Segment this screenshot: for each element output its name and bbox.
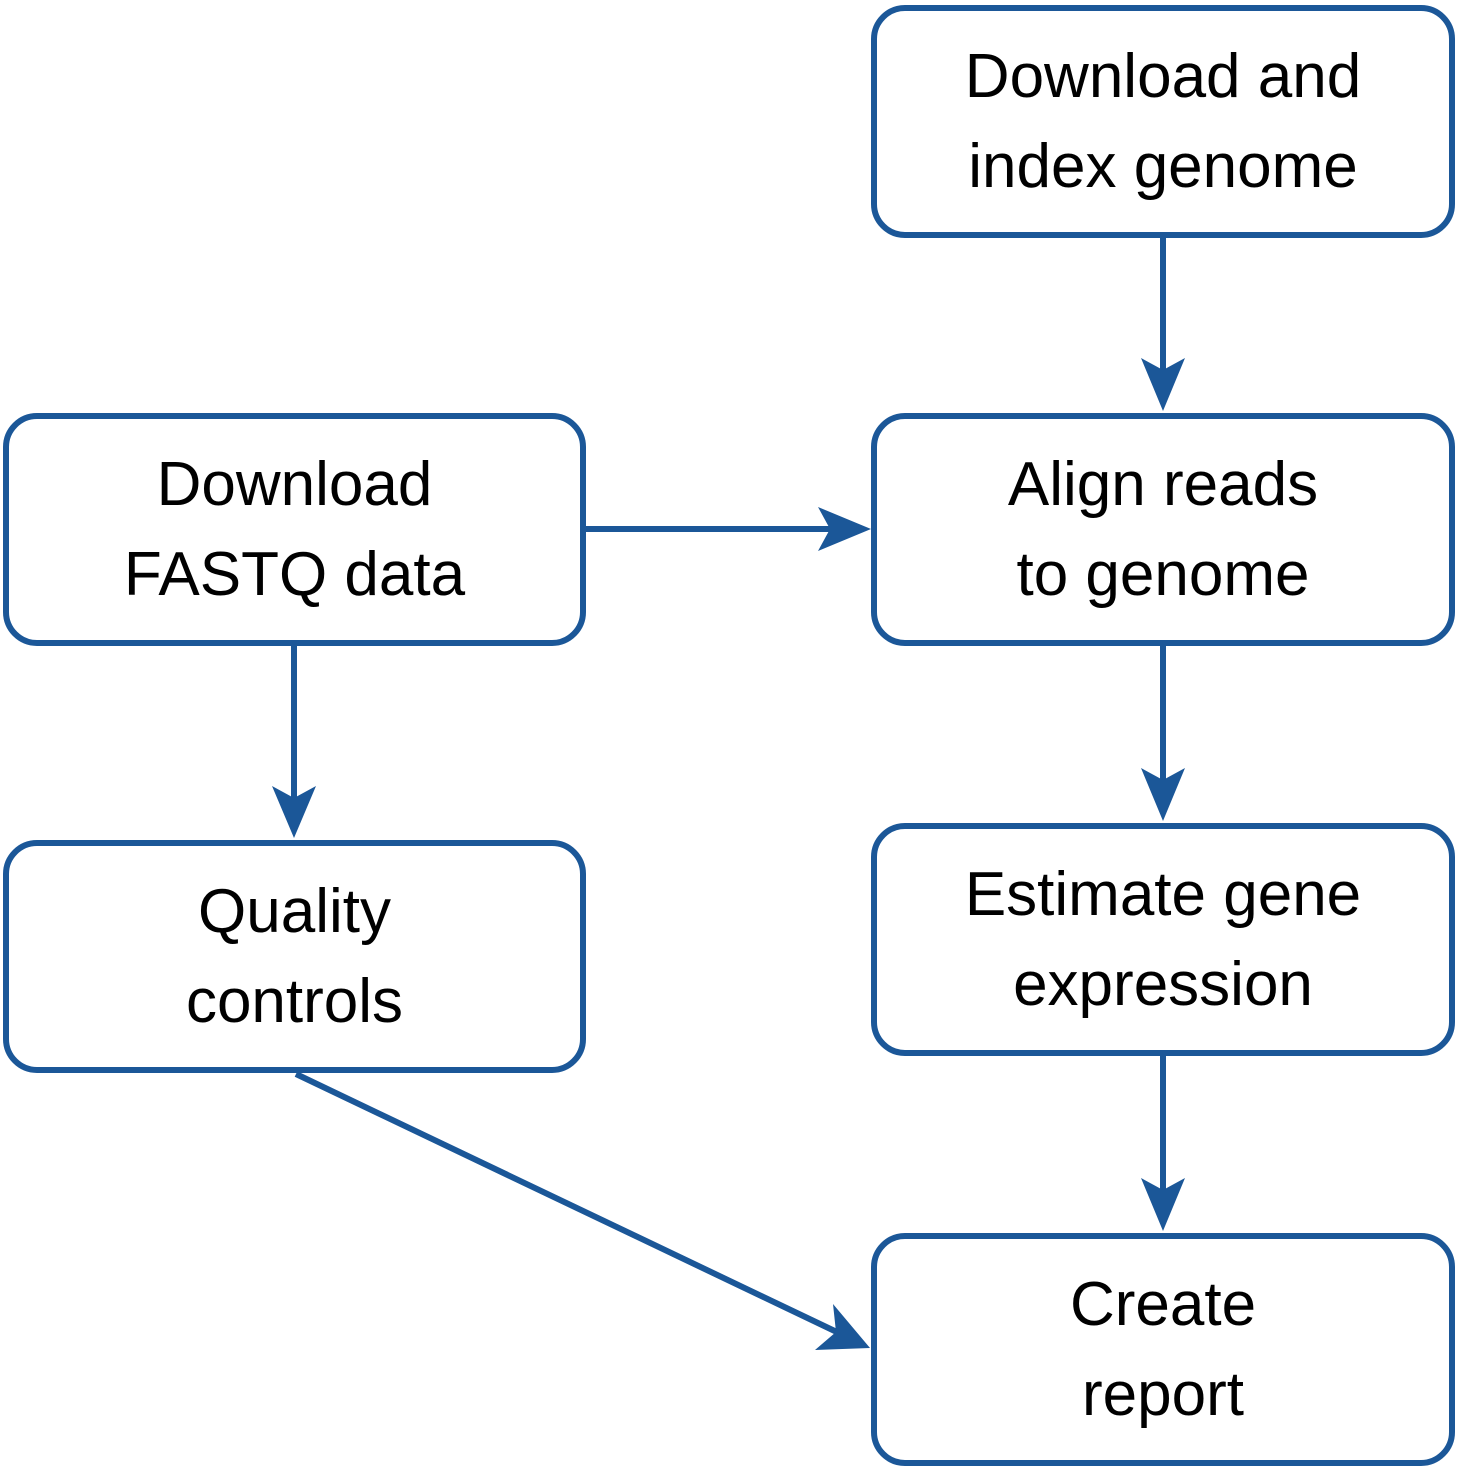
node-label-line: report	[1082, 1359, 1244, 1429]
node-label-line: to genome	[1016, 539, 1310, 609]
arrowhead-icon	[815, 1304, 870, 1350]
arrowhead-icon	[818, 507, 871, 551]
node-label-line: Download and	[964, 41, 1362, 111]
arrowhead-icon	[1141, 1178, 1185, 1231]
node-label-line: FASTQ data	[123, 539, 466, 609]
edge-estimate-to-report	[1141, 1056, 1185, 1231]
arrowhead-icon	[1141, 768, 1185, 821]
edge-line	[294, 1071, 843, 1337]
node-label-line: expression	[1013, 949, 1313, 1019]
node-estimate-gene-expression: Estimate gene expression	[871, 823, 1455, 1056]
edge-align-to-estimate	[1141, 646, 1185, 821]
node-label-line: index genome	[968, 131, 1358, 201]
edge-download-fastq-to-quality	[272, 646, 316, 838]
node-quality-controls: Quality controls	[3, 840, 586, 1073]
node-label-line: Quality	[198, 876, 391, 946]
node-align-reads: Align reads to genome	[871, 413, 1455, 646]
arrowhead-icon	[272, 786, 316, 838]
node-download-index-genome: Download and index genome	[871, 5, 1455, 238]
edge-download-index-to-align	[1141, 238, 1185, 411]
node-download-fastq-data: Download FASTQ data	[3, 413, 586, 646]
node-label-line: Estimate gene	[964, 859, 1362, 929]
edge-download-fastq-to-align	[586, 507, 871, 551]
node-label-line: Create	[1069, 1269, 1257, 1339]
arrowhead-icon	[1141, 358, 1185, 411]
edge-quality-to-report	[294, 1071, 870, 1350]
node-create-report: Create report	[871, 1233, 1455, 1466]
node-label-line: controls	[185, 966, 404, 1036]
node-label-line: Download	[156, 449, 433, 519]
node-label-line: Align reads	[1007, 449, 1319, 519]
